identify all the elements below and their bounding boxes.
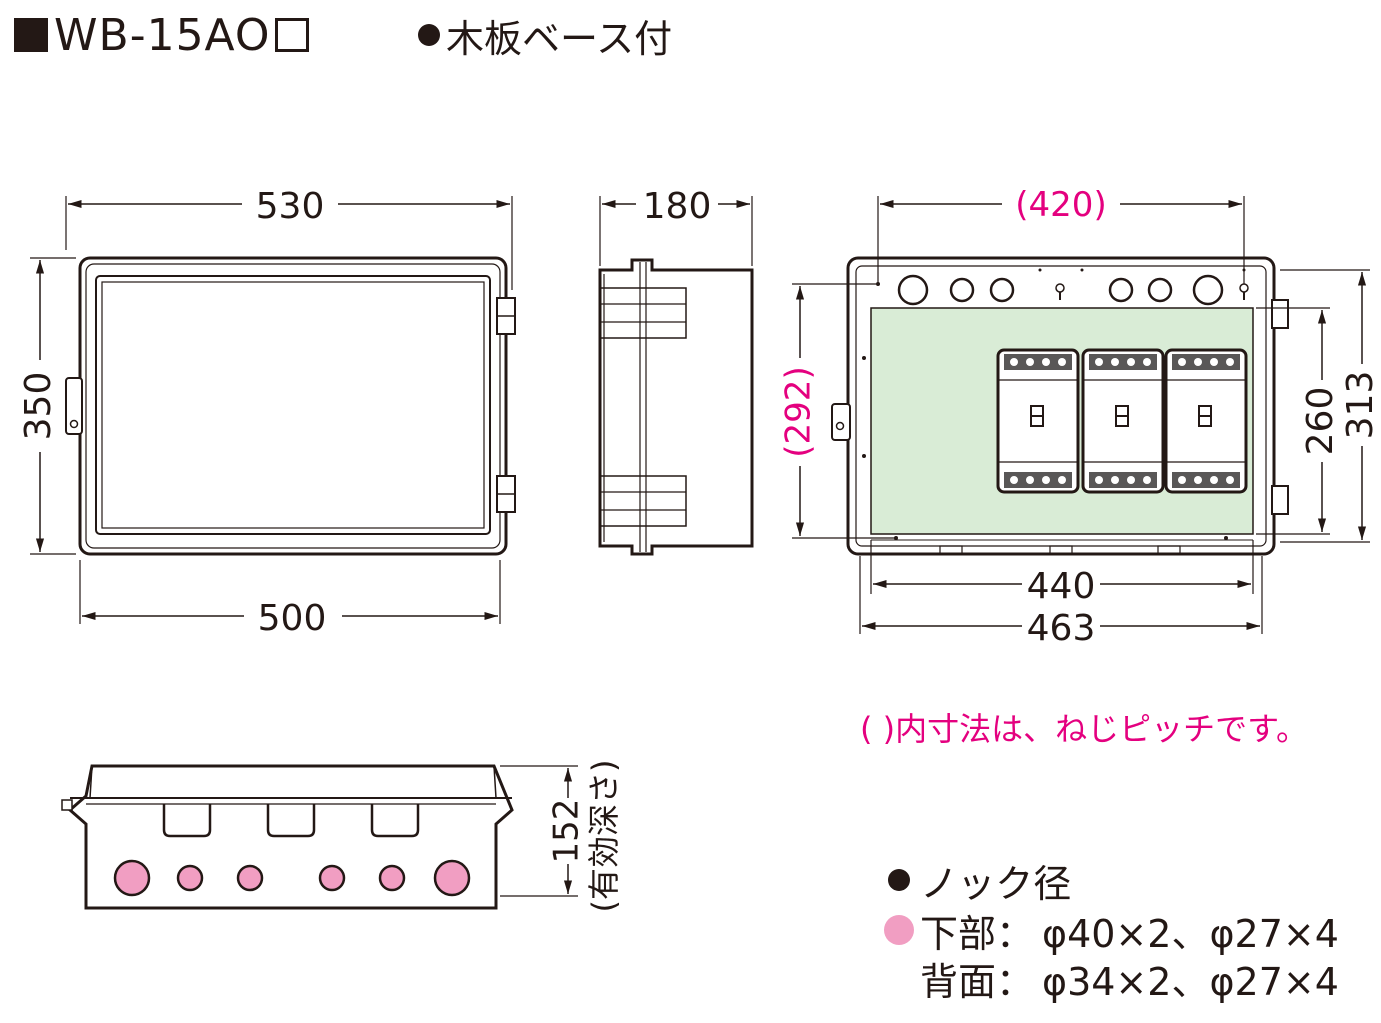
pitch-note: ( )内寸法は、ねじピッチです。 — [860, 710, 1308, 748]
dim-420: (420) — [1015, 185, 1106, 225]
knockout-back-value: φ34×2、φ27×4 — [1042, 959, 1339, 1004]
title-block: WB-15AO — [14, 6, 309, 64]
dim-152: 152 — [547, 799, 587, 864]
dim-313: 313 — [1340, 371, 1381, 440]
effective-depth-note: (有効深さ) — [585, 760, 623, 913]
knockout-bottom-value: φ40×2、φ27×4 — [1042, 911, 1339, 956]
dim-463: 463 — [1027, 608, 1096, 649]
empty-square-icon — [274, 18, 309, 52]
interior-view: (420) (292) 440 463 260 313 — [779, 185, 1381, 649]
knockout-27 — [236, 864, 264, 892]
knockout-40 — [113, 859, 151, 897]
knockout-27 — [176, 864, 204, 892]
dim-530: 530 — [256, 186, 325, 227]
knockout-back-row: 背面： φ34×2、φ27×4 — [920, 954, 1339, 1004]
bottom-view: 152 (有効深さ) — [61, 760, 623, 913]
dim-500: 500 — [258, 598, 327, 639]
knockout-27 — [378, 864, 406, 892]
knockout-title-text: ノック径 — [920, 861, 1072, 906]
bullet-icon — [418, 24, 440, 46]
dim-440: 440 — [1027, 566, 1096, 607]
dim-260: 260 — [1300, 387, 1341, 456]
subtitle-text: 木板ベース付 — [446, 16, 673, 61]
knockout-27 — [318, 864, 346, 892]
breaker-unit-3 — [1164, 348, 1248, 494]
subtitle: 木板ベース付 — [418, 10, 673, 61]
dim-292: (292) — [779, 366, 819, 457]
knockout-bottom-label: 下部： — [920, 911, 1035, 956]
knockout-bottom-row: 下部： φ40×2、φ27×4 — [884, 906, 1339, 956]
knockout-back-label: 背面： — [920, 959, 1035, 1004]
pink-dot-icon — [884, 915, 914, 945]
front-view: 530 500 350 — [18, 186, 516, 639]
breaker-unit-1 — [996, 348, 1080, 494]
dim-350: 350 — [18, 372, 59, 441]
knockout-40 — [433, 859, 471, 897]
filled-square-icon — [14, 18, 48, 52]
dim-180: 180 — [643, 186, 712, 227]
side-view: 180 — [598, 186, 754, 556]
breaker-unit-2 — [1081, 348, 1165, 494]
knockout-title: ノック径 — [888, 858, 1071, 906]
bullet-icon — [888, 869, 910, 891]
model-number: WB-15AO — [54, 9, 271, 61]
